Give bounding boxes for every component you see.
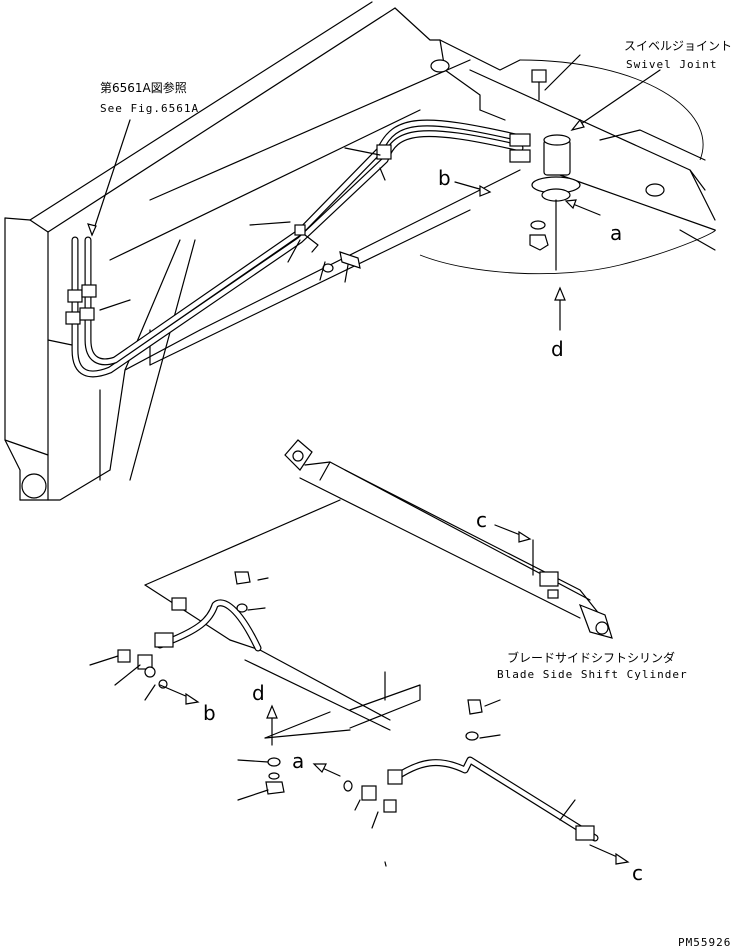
cylinder-port-1 <box>539 571 559 587</box>
fitting-left-3 <box>65 311 81 325</box>
hose-clamp-mid <box>294 224 306 236</box>
upper-leaders <box>47 54 661 346</box>
cylinder-head-eye <box>595 621 609 635</box>
swivel-base <box>541 188 571 202</box>
fitting-left-2 <box>81 284 97 298</box>
lower-right-washer <box>465 731 479 741</box>
marker-b-lower: b <box>203 701 216 725</box>
c-arrow-lower <box>615 852 630 865</box>
swivel-fitting-1 <box>509 133 531 147</box>
lower-washer-b <box>268 772 280 780</box>
lower-plug <box>117 649 131 663</box>
a-arrow-upper <box>564 199 577 210</box>
fig-ref-arrow <box>87 223 97 237</box>
swivel-washer <box>530 220 546 230</box>
lower-oring-a <box>343 780 353 792</box>
hose-clamp-upper <box>376 144 392 160</box>
lower-right-fitting <box>387 769 403 785</box>
d-arrow-upper <box>554 286 566 301</box>
b-arrow-lower <box>185 692 200 705</box>
swivel-joint-en: Swivel Joint <box>626 58 717 71</box>
d-arrow-lower <box>266 704 278 719</box>
cylinder-en: Blade Side Shift Cylinder <box>497 668 688 681</box>
drawing-number: PM55926 <box>678 936 731 948</box>
lower-end-fitting <box>575 825 595 841</box>
swivel-joint <box>529 69 581 271</box>
lower-oring <box>144 666 156 678</box>
frame-pin-left <box>430 59 450 73</box>
marker-d-lower: d <box>252 681 265 705</box>
blade-side-shift-cylinder <box>284 439 613 639</box>
swivel-top-bolt <box>531 69 547 83</box>
marker-c-lower: c <box>632 861 643 885</box>
lower-plug-a <box>383 799 397 813</box>
lower-clamp-bolt <box>234 571 251 585</box>
lower-fitting-left <box>154 632 174 648</box>
frame-boss <box>21 473 47 499</box>
marker-c-cylinder: c <box>476 508 487 532</box>
cylinder-jp: ブレードサイドシフトシリンダ <box>507 650 675 665</box>
marker-a-upper: a <box>610 221 622 245</box>
swivel-cap <box>543 134 571 146</box>
fig-ref-en: See Fig.6561A <box>100 102 199 115</box>
lower-bolt-a <box>265 781 285 795</box>
cylinder-port-2 <box>547 589 559 599</box>
clamp-bolt <box>339 251 361 269</box>
machine-frame <box>4 1 716 501</box>
upper-hoses <box>65 119 531 378</box>
fitting-left-4 <box>79 307 95 321</box>
lower-washer-a <box>267 757 281 767</box>
lower-fitting-top <box>171 597 187 611</box>
fitting-left-1 <box>67 289 83 303</box>
swivel-nut <box>529 234 549 251</box>
marker-a-lower: a <box>292 749 304 773</box>
swivel-fitting-2 <box>509 149 531 163</box>
lower-clamp-washer <box>236 603 248 613</box>
cylinder-rod-eye <box>292 450 304 462</box>
marker-b-upper: b <box>438 166 451 190</box>
swivel-joint-jp: スイベルジョイント <box>624 39 732 53</box>
lower-assembly <box>89 499 630 867</box>
fig-ref-jp: 第6561A図参照 <box>100 80 187 95</box>
lower-right-bolt <box>467 699 483 715</box>
marker-d-upper: d <box>551 337 564 361</box>
lower-elbow <box>137 654 153 670</box>
swivel-arrow <box>570 118 585 132</box>
frame-pin-right <box>645 183 665 197</box>
lower-elbow-a <box>361 785 377 801</box>
b-arrow-upper <box>479 184 492 197</box>
a-arrow-lower <box>312 763 327 774</box>
c-arrow-cylinder <box>518 530 532 543</box>
